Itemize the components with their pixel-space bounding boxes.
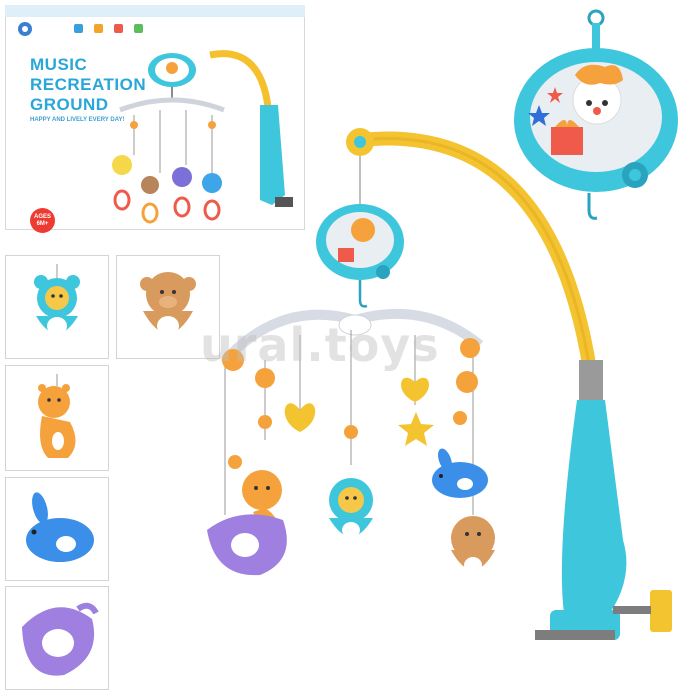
arm-spring bbox=[579, 360, 603, 400]
age-badge-line2: 6M+ bbox=[36, 220, 49, 227]
box-logo-strip bbox=[18, 22, 143, 36]
yellow-heart-icon bbox=[284, 403, 316, 432]
orange-bead-icon bbox=[222, 349, 244, 371]
mobile-monkey-icon bbox=[451, 516, 495, 560]
hanger-hook-icon bbox=[587, 9, 605, 27]
mobile-giraffe-icon bbox=[242, 470, 282, 510]
crib-stand bbox=[561, 400, 627, 640]
hair-flower-icon bbox=[575, 64, 623, 85]
watermark: ural.toys bbox=[200, 318, 440, 372]
baby-mobile-assembled bbox=[207, 128, 672, 640]
thumbnail-purple-ring bbox=[5, 586, 109, 690]
brown-monkey-rattle-icon bbox=[140, 272, 196, 336]
box-title-line1: MUSIC bbox=[30, 55, 88, 74]
gift-box-icon bbox=[551, 127, 583, 155]
box-feature-icon-4 bbox=[134, 24, 143, 33]
box-tagline: HAPPY AND LIVELY EVERY DAY! bbox=[30, 117, 125, 123]
product-box-top-panel bbox=[5, 5, 305, 17]
blue-rabbit-toy-icon bbox=[26, 492, 94, 562]
box-mobile-illustration bbox=[112, 50, 293, 224]
product-box bbox=[5, 5, 305, 230]
box-feature-icon-2 bbox=[94, 24, 103, 33]
yellow-star-icon bbox=[398, 412, 434, 446]
music-box-closeup bbox=[514, 9, 678, 220]
box-feature-icon-3 bbox=[114, 24, 123, 33]
thumbnail-blue-lion bbox=[5, 255, 109, 359]
thumbnail-brown-monkey bbox=[116, 255, 220, 359]
clamp-knob-icon bbox=[650, 590, 672, 632]
age-badge-line1: AGES bbox=[33, 213, 51, 220]
box-title-line3: GROUND bbox=[30, 95, 109, 114]
blue-lion-rattle-icon bbox=[34, 264, 80, 335]
thumbnail-orange-giraffe bbox=[5, 365, 109, 471]
bottom-hook-icon bbox=[587, 193, 598, 220]
crib-clamp bbox=[535, 630, 615, 640]
thumbnail-blue-rabbit bbox=[5, 477, 109, 581]
purple-ring-rattle-icon bbox=[22, 602, 99, 676]
box-title-line2: RECREATION bbox=[30, 75, 147, 94]
orange-giraffe-rattle-icon bbox=[38, 374, 76, 458]
star-icon bbox=[528, 105, 550, 126]
star-icon-red bbox=[547, 87, 563, 103]
box-feature-icon-1 bbox=[74, 24, 83, 33]
